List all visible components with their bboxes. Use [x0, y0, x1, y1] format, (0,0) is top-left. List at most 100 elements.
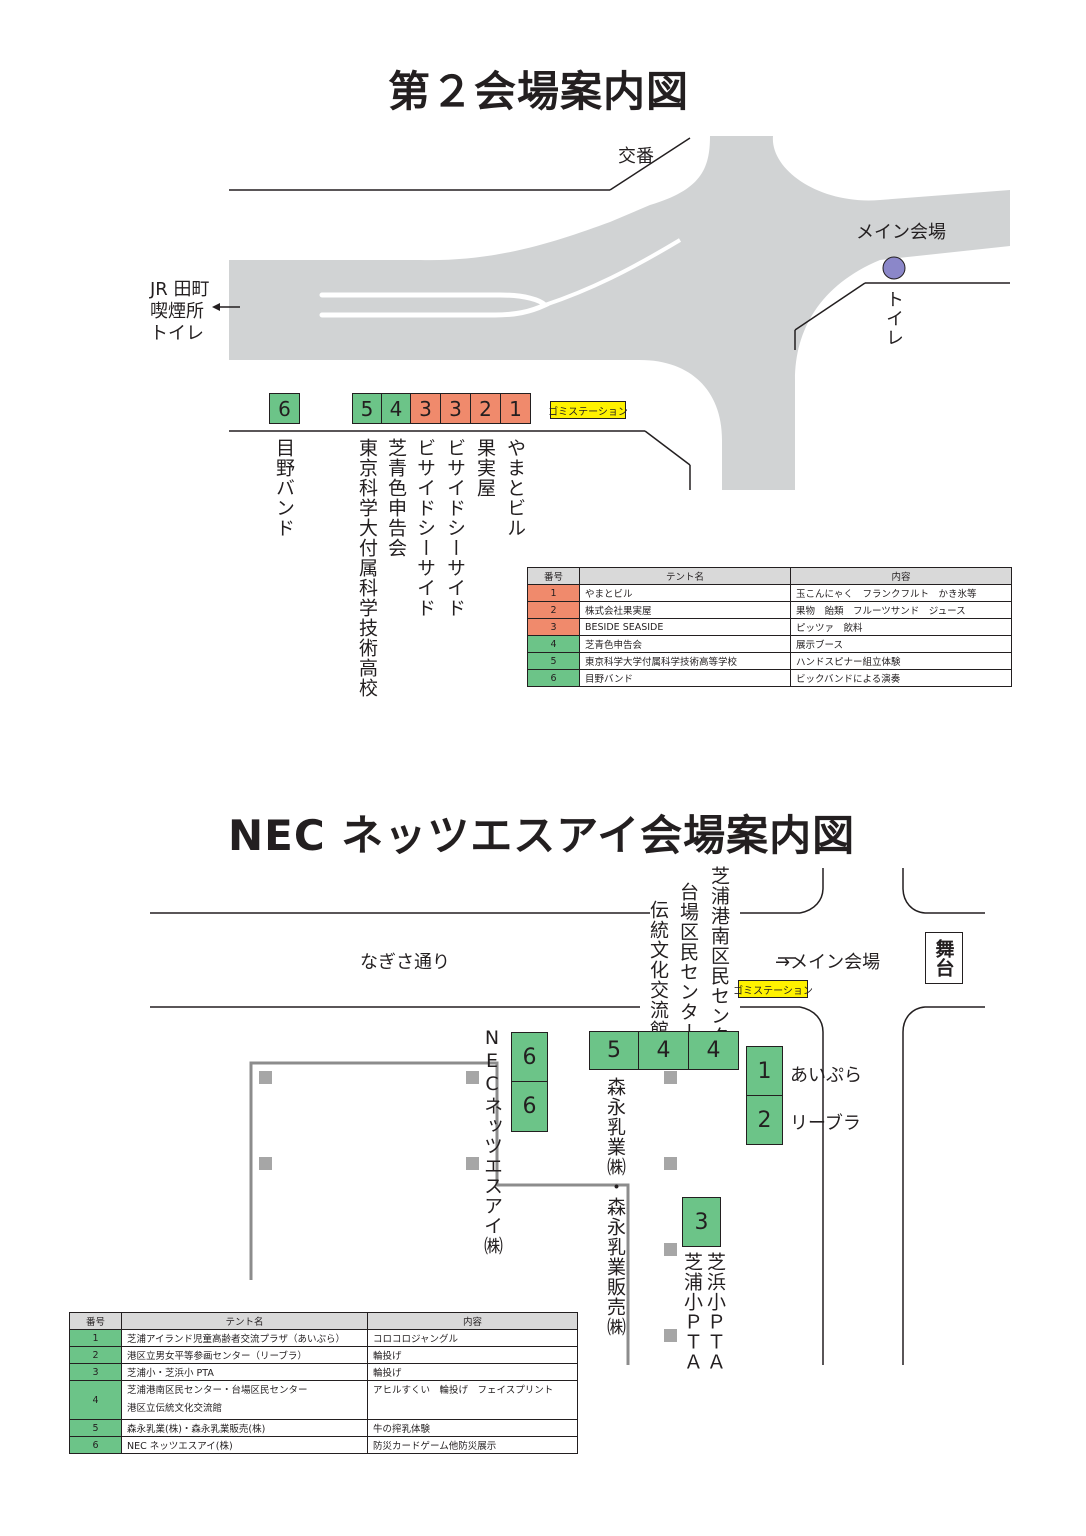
koban-label: 交番 — [618, 146, 654, 167]
legend-content: 果物 飴類 フルーツサンド ジュース — [790, 601, 1012, 619]
booth-2: 2 — [746, 1095, 783, 1145]
legend-name-line2: 港区立伝統文化交流館 — [127, 1403, 223, 1414]
legend-header-name: テント名 — [579, 567, 791, 585]
booth-5: 5 — [352, 393, 382, 424]
map1-title: 第２会場案内図 — [388, 67, 690, 116]
smoking-label: 喫煙所 — [150, 301, 204, 322]
booth-2: 2 — [470, 393, 501, 424]
legend-name: 芝青色申告会 — [579, 635, 791, 653]
nec-label: NECネッツエスアイ㈱ — [481, 1027, 503, 1256]
pillar-marker — [664, 1243, 677, 1256]
legend-no: 4 — [69, 1380, 122, 1420]
legend-name: 森永乳業(株)・森永乳業販売(株) — [121, 1419, 368, 1437]
shibahama-pta-label: 芝浜小ＰＴＡ — [704, 1252, 726, 1372]
legend-name: 芝浦港南区民センター・台場区民センター港区立伝統文化交流館 — [121, 1380, 368, 1420]
booth-name-2: 果実屋 — [474, 438, 496, 498]
legend-content: 牛の搾乳体験 — [367, 1419, 578, 1437]
street-label: なぎさ通り — [360, 952, 450, 973]
legend-no: 3 — [527, 618, 580, 636]
toilet-right-label: トイレ — [883, 290, 904, 347]
pillar-marker — [664, 1071, 677, 1084]
legend-name: 芝浦アイランド児童高齢者交流プラザ（あいぷら） — [121, 1329, 368, 1347]
pillar-marker — [259, 1157, 272, 1170]
stage-label: 舞台 — [925, 932, 963, 984]
toilet-left-label: トイレ — [150, 323, 204, 344]
booth-name-5: 東京科学大付属科学技術高校 — [356, 438, 378, 698]
booth-name-4: 芝青色申告会 — [385, 438, 407, 558]
booth-name-6: 目野バンド — [273, 438, 295, 538]
booth-6b: 6 — [511, 1081, 548, 1132]
booth-6a: 6 — [511, 1032, 548, 1082]
legend-name: NEC ネッツエスアイ(株) — [121, 1436, 368, 1454]
legend-name: 芝浦小・芝浜小 PTA — [121, 1363, 368, 1381]
legend-content: 展示ブース — [790, 635, 1012, 653]
legend-no: 6 — [69, 1436, 122, 1454]
legend-content: ピッツァ 飲料 — [790, 618, 1012, 636]
shibaura-pta-label: 芝浦小ＰＴＡ — [681, 1252, 703, 1372]
main-venue-label: メイン会場 — [856, 222, 946, 243]
aipura-label: あいぷら — [790, 1065, 862, 1086]
legend-name: 株式会社果実屋 — [579, 601, 791, 619]
legend-content: ビックバンドによる演奏 — [790, 669, 1012, 687]
legend-content: ハンドスピナー組立体験 — [790, 652, 1012, 670]
shibaura-kunan-label: 芝浦港南区民センター — [708, 866, 730, 1066]
legend-name: 東京科学大学付属科学技術高等学校 — [579, 652, 791, 670]
legend-no: 1 — [527, 584, 580, 602]
toilet-marker-icon — [882, 256, 906, 280]
legend-name: やまとビル — [579, 584, 791, 602]
ribura-label: リーブラ — [790, 1113, 861, 1134]
legend-content: 輪投げ — [367, 1363, 578, 1381]
dentou-label: 伝統文化交流館 — [647, 900, 669, 1040]
legend-name: BESIDE SEASIDE — [579, 618, 791, 636]
legend-name-line1: 芝浦港南区民センター・台場区民センター — [127, 1385, 308, 1396]
to-main-venue-label: →メイン会場 — [775, 952, 881, 973]
legend-no: 5 — [69, 1419, 122, 1437]
booth-3b: 3 — [440, 393, 471, 424]
gomi-station-2: ゴミステーション — [733, 980, 813, 998]
booth-1: 1 — [746, 1046, 783, 1096]
pillar-marker — [466, 1071, 479, 1084]
pillar-marker — [259, 1071, 272, 1084]
morinaga-label: 森永乳業㈱・森永乳業販売㈱ — [604, 1077, 626, 1337]
booth-3a: 3 — [410, 393, 441, 424]
legend-content: 防災カードゲーム他防災展示 — [367, 1436, 578, 1454]
legend-name: 港区立男女平等参画センター（リーブラ） — [121, 1346, 368, 1364]
booth-4b: 4 — [688, 1031, 739, 1070]
legend-header-no: 番号 — [69, 1312, 122, 1330]
legend-no: 2 — [527, 601, 580, 619]
legend-no: 4 — [527, 635, 580, 653]
jr-label: JR 田町 — [150, 279, 210, 300]
legend-content: 玉こんにゃく フランクフルト かき氷等 — [790, 584, 1012, 602]
legend-content: アヒルすくい 輪投げ フェイスプリント — [367, 1380, 578, 1420]
booth-4a: 4 — [638, 1031, 689, 1070]
legend-no: 2 — [69, 1346, 122, 1364]
legend-header-row: 番号 テント名 内容 — [527, 567, 1012, 585]
booth-6: 6 — [269, 393, 300, 424]
legend-content: 輪投げ — [367, 1346, 578, 1364]
legend-header-no: 番号 — [527, 567, 580, 585]
daiba-label: 台場区民センター — [677, 882, 699, 1042]
booth-1: 1 — [500, 393, 531, 424]
legend-no: 3 — [69, 1363, 122, 1381]
legend-no: 1 — [69, 1329, 122, 1347]
legend-header-name: テント名 — [121, 1312, 368, 1330]
legend-header-content: 内容 — [790, 567, 1012, 585]
legend-header-row: 番号 テント名 内容 — [69, 1312, 578, 1330]
legend-name: 目野バンド — [579, 669, 791, 687]
booth-4: 4 — [381, 393, 411, 424]
booth-name-3b: ビサイドシーサイド — [444, 438, 466, 618]
pillar-marker — [664, 1329, 677, 1342]
